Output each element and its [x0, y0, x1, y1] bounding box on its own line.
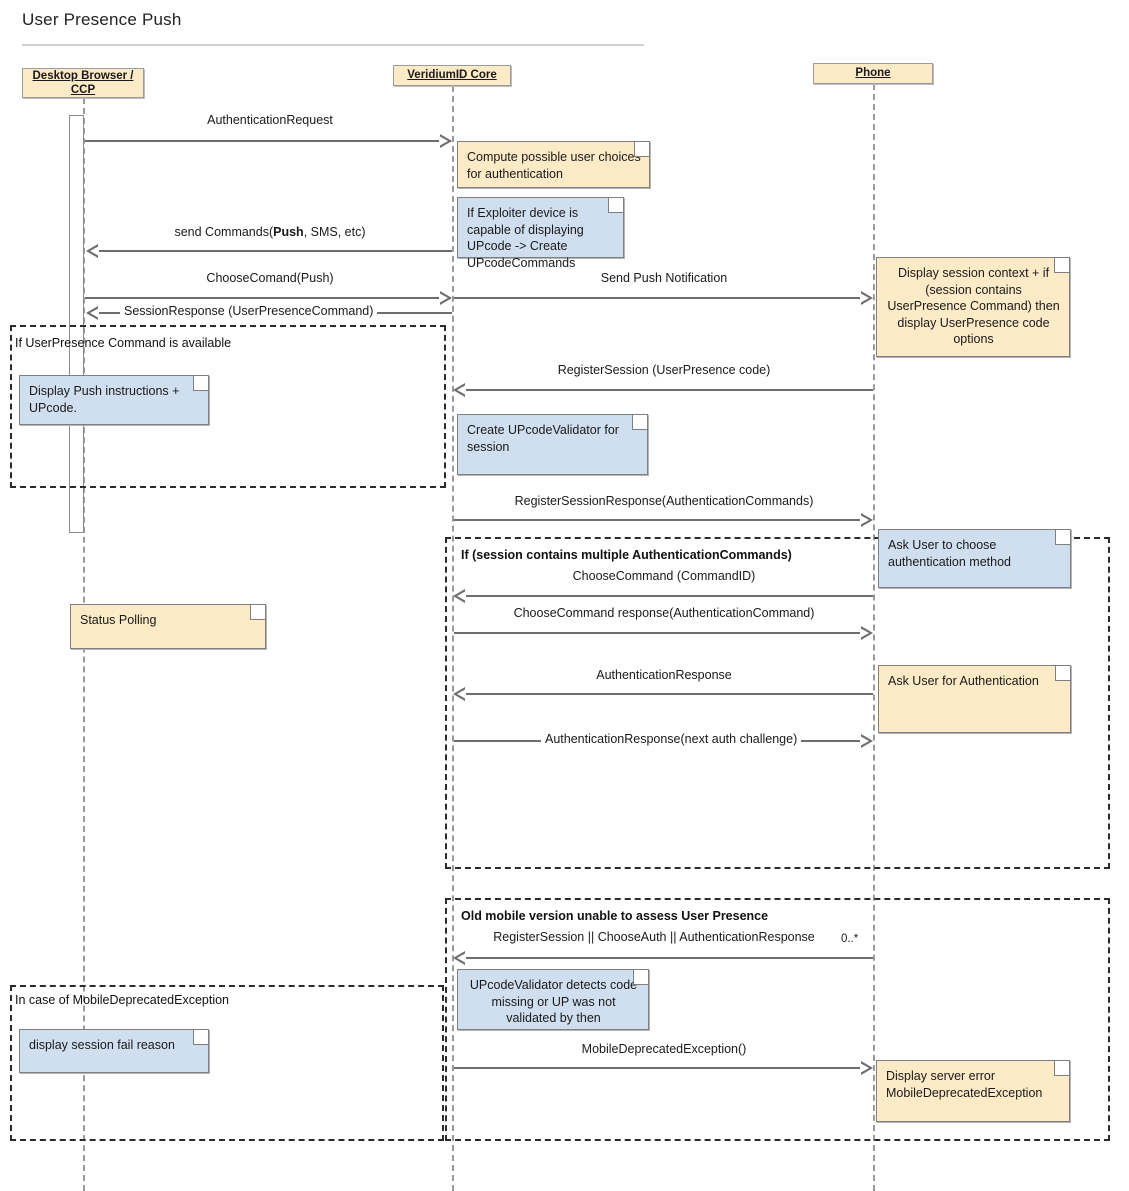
activation-bar-browser [69, 115, 84, 533]
lifeline-header-core-label: VeridiumID Core [407, 69, 497, 82]
note-fold-icon [1054, 1061, 1069, 1076]
message-label-send-commands-text: send Commands(Push, SMS, etc) [174, 225, 366, 239]
note-display-server-error: Display server error MobileDeprecatedExc… [876, 1060, 1070, 1122]
fragment-multiple-auth-commands [445, 537, 1110, 869]
message-label-choose-command-id: ChooseCommand (CommandID) [572, 569, 756, 583]
message-label-send-push-notification: Send Push Notification [600, 271, 728, 285]
note-display-server-error-text: Display server error MobileDeprecatedExc… [886, 1069, 1043, 1100]
message-label-authentication-response: AuthenticationResponse [596, 668, 732, 682]
fragment-multiple-auth-commands-label: If (session contains multiple Authentica… [461, 548, 792, 562]
message-multiplicity-register-or-choose-or-auth: 0..* [841, 933, 859, 945]
fragment-user-presence-available-label: If UserPresence Command is available [15, 336, 232, 350]
arrow-head-send-push-notification [860, 291, 873, 305]
arrow-head-register-session-response [860, 513, 873, 527]
page-title: User Presence Push [22, 10, 182, 29]
note-upcode-validator-detects-text: UPcodeValidator detects code missing or … [469, 978, 638, 1025]
note-fold-icon [193, 376, 208, 391]
note-upcode-validator-detects: UPcodeValidator detects code missing or … [457, 969, 649, 1030]
arrow-head-choose-command-push [439, 291, 452, 305]
arrow-head-authentication-request [439, 134, 452, 148]
message-line-choose-command-id [463, 595, 873, 597]
arrow-head-authentication-response-next [860, 734, 873, 748]
lifeline-core [452, 86, 454, 1191]
arrow-head-mobile-deprecated-exception [860, 1061, 873, 1075]
note-display-push-instructions-text: Display Push instructions + UPcode. [29, 384, 180, 415]
note-fold-icon [1055, 666, 1070, 681]
note-compute-user-choices: Compute possible user choices for authen… [457, 141, 650, 188]
note-create-upcode-validator-text: Create UPcodeValidator for session [467, 423, 619, 454]
fragment-old-mobile-version [445, 898, 1110, 1141]
message-line-authentication-response [463, 693, 873, 695]
note-fold-icon [1055, 530, 1070, 545]
note-ask-user-choose-method: Ask User to choose authentication method [878, 529, 1071, 588]
note-status-polling-text: Status Polling [80, 613, 157, 627]
message-label-authentication-request: AuthenticationRequest [207, 113, 333, 127]
arrow-head-session-response [86, 306, 99, 320]
lifeline-phone [873, 84, 875, 1191]
note-exploiter-upcode-capable: If Exploiter device is capable of displa… [457, 197, 624, 270]
message-label-authentication-response-next: AuthenticationResponse(next auth challen… [541, 732, 802, 746]
note-fold-icon [193, 1030, 208, 1045]
arrow-head-send-commands [86, 244, 99, 258]
note-fold-icon [1054, 258, 1069, 273]
message-line-register-or-choose-or-auth [463, 957, 873, 959]
message-label-send-commands: send Commands(Push, SMS, etc) [88, 225, 452, 239]
note-display-push-instructions: Display Push instructions + UPcode. [19, 375, 209, 425]
message-line-register-session [463, 389, 873, 391]
note-fold-icon [250, 605, 265, 620]
note-ask-user-authentication-text: Ask User for Authentication [888, 674, 1039, 688]
fragment-mobile-deprecated-exception-label: In case of MobileDeprecatedException [15, 993, 230, 1007]
fragment-user-presence-available [10, 325, 446, 488]
message-line-register-session-response [454, 519, 871, 521]
arrow-head-authentication-response [453, 687, 466, 701]
message-label-choose-command-response: ChooseCommand response(AuthenticationCom… [513, 606, 815, 620]
note-fold-icon [608, 198, 623, 213]
note-display-session-fail-reason: display session fail reason [19, 1029, 209, 1073]
note-status-polling: Status Polling [70, 604, 266, 649]
note-exploiter-upcode-capable-text: If Exploiter device is capable of displa… [467, 206, 584, 270]
message-label-register-session-response: RegisterSessionResponse(AuthenticationCo… [514, 494, 814, 508]
message-label-choose-command-push: ChooseComand(Push) [206, 271, 334, 285]
message-line-send-push-notification [454, 297, 871, 299]
fragment-old-mobile-version-label: Old mobile version unable to assess User… [461, 909, 769, 923]
message-line-send-commands [96, 250, 452, 252]
message-line-choose-command-push [85, 297, 451, 299]
message-label-register-session: RegisterSession (UserPresence code) [557, 363, 771, 377]
message-line-mobile-deprecated-exception [454, 1067, 871, 1069]
note-fold-icon [633, 970, 648, 985]
lifeline-header-phone[interactable]: Phone [813, 63, 933, 84]
title-divider [22, 44, 644, 46]
note-fold-icon [634, 142, 649, 157]
arrow-head-register-session [453, 383, 466, 397]
lifeline-header-browser-line1: Desktop Browser / [32, 69, 134, 82]
lifeline-header-core[interactable]: VeridiumID Core [393, 65, 511, 86]
message-label-register-or-choose-or-auth: RegisterSession || ChooseAuth || Authent… [493, 930, 815, 944]
message-line-choose-command-response [454, 632, 871, 634]
note-create-upcode-validator: Create UPcodeValidator for session [457, 414, 648, 475]
note-compute-user-choices-text: Compute possible user choices for authen… [467, 150, 641, 181]
lifeline-header-phone-label: Phone [855, 67, 891, 80]
message-line-authentication-request [85, 140, 451, 142]
note-ask-user-choose-method-text: Ask User to choose authentication method [888, 538, 1012, 569]
note-display-session-fail-reason-text: display session fail reason [29, 1038, 175, 1052]
message-label-mobile-deprecated-exception: MobileDeprecatedException() [581, 1042, 747, 1056]
note-ask-user-authentication: Ask User for Authentication [878, 665, 1071, 733]
note-fold-icon [632, 415, 647, 430]
arrow-head-choose-command-response [860, 626, 873, 640]
lifeline-header-browser[interactable]: Desktop Browser / CCP [22, 68, 144, 98]
arrow-head-choose-command-id [453, 589, 466, 603]
message-label-session-response: SessionResponse (UserPresenceCommand) [120, 304, 378, 318]
arrow-head-register-or-choose-or-auth [453, 951, 466, 965]
fragment-mobile-deprecated-exception [10, 985, 444, 1141]
note-display-session-context: Display session context + if (session co… [876, 257, 1070, 357]
lifeline-header-browser-line2: CCP [70, 84, 96, 96]
note-display-session-context-text: Display session context + if (session co… [887, 266, 1060, 346]
